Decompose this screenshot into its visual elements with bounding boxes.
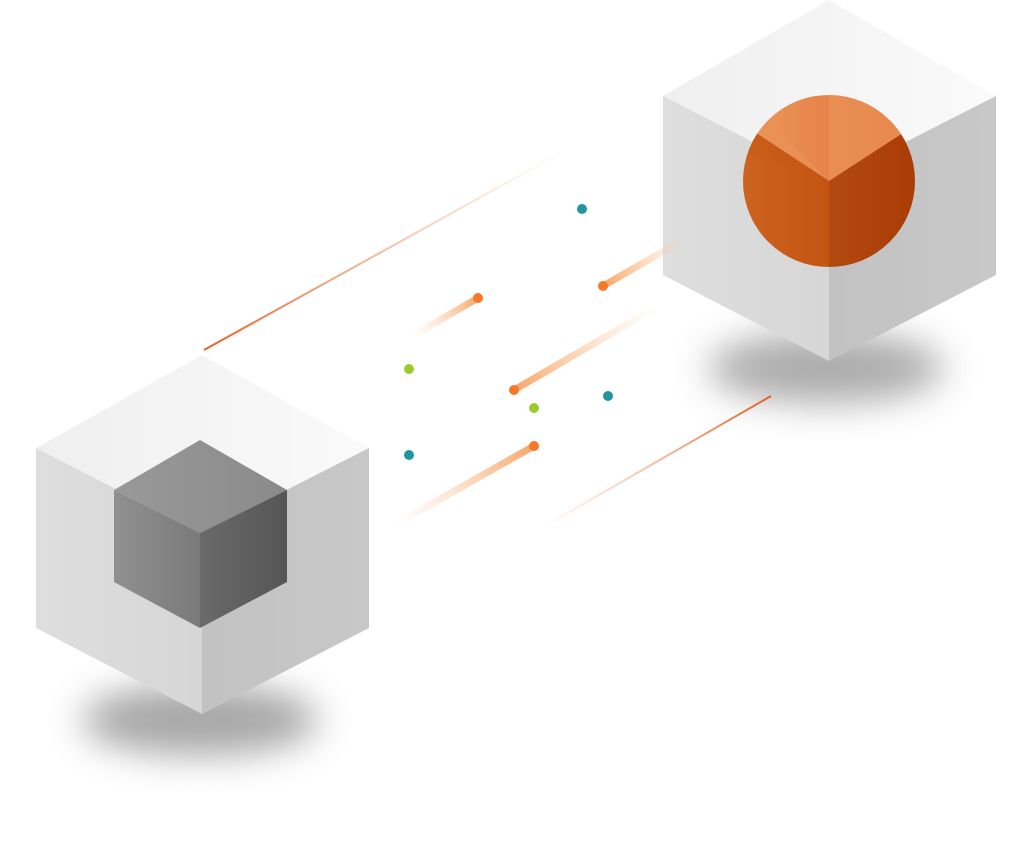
teal-dot [603, 391, 613, 401]
teal-dot [577, 204, 587, 214]
data-particle-icon [473, 293, 483, 303]
data-streak [410, 294, 482, 339]
floating-dots [404, 204, 613, 460]
green-dot [404, 364, 414, 374]
teal-dot [404, 450, 414, 460]
data-particle-icon [529, 441, 539, 451]
left-container-cube [36, 355, 369, 714]
data-streaks [392, 232, 694, 528]
green-dot [529, 403, 539, 413]
connection-line-top [203, 149, 567, 351]
data-particle-icon [509, 385, 519, 395]
data-streak [599, 232, 694, 290]
gray-cube-icon [114, 440, 287, 628]
data-streak [510, 304, 659, 394]
data-streak [392, 442, 538, 528]
right-container-cube [663, 0, 996, 361]
left-cube-shadow [82, 684, 318, 756]
connection-line-bottom [537, 395, 772, 531]
data-particle-icon [598, 281, 608, 291]
right-cube-shadow [708, 332, 944, 404]
right-cube-top-face [663, 0, 996, 181]
